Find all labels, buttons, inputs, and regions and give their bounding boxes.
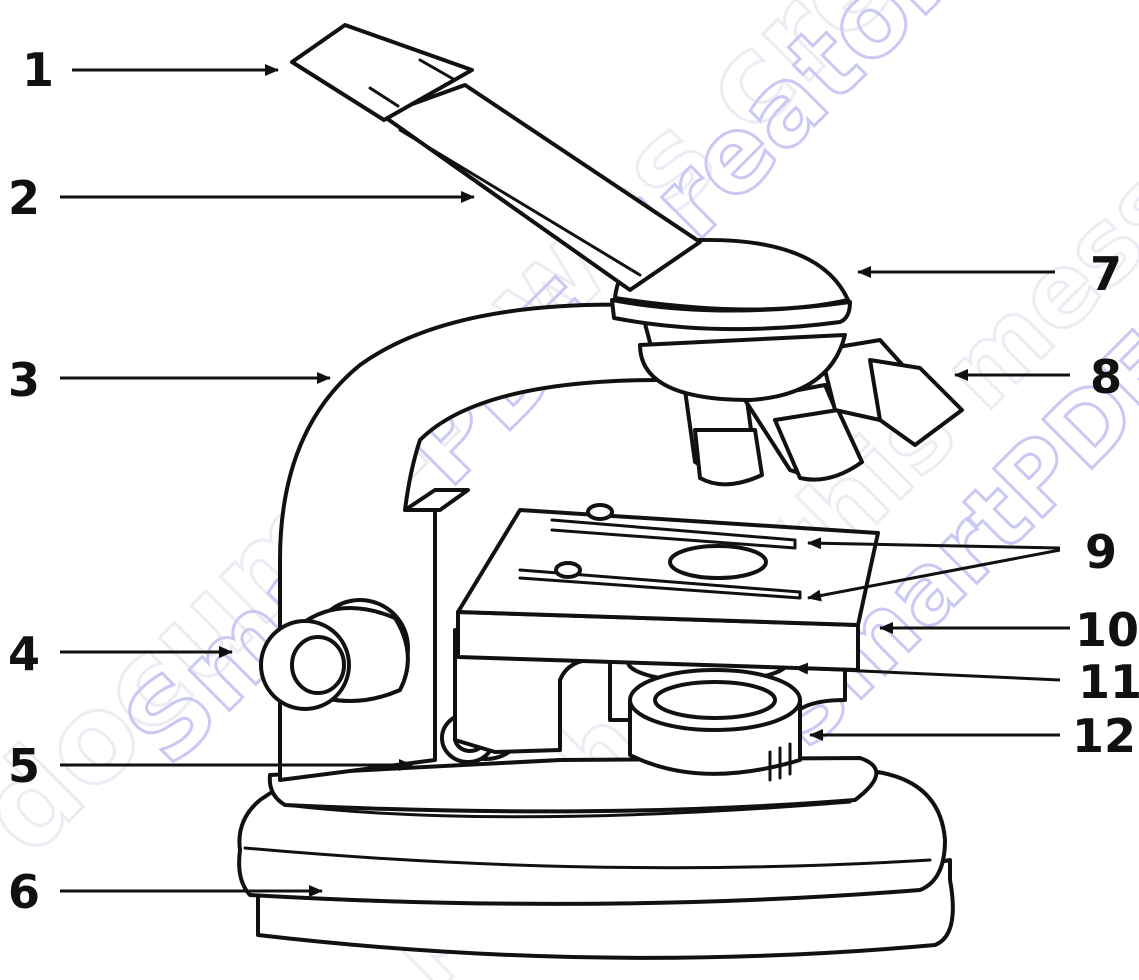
label-12: 12 — [1072, 709, 1136, 763]
eyepiece — [290, 23, 474, 122]
base — [237, 756, 955, 960]
stage — [456, 503, 880, 672]
label-8: 8 — [1090, 350, 1122, 404]
label-11: 11 — [1078, 655, 1139, 709]
label-6: 6 — [8, 865, 40, 919]
arrow-9b — [807, 548, 1061, 602]
label-5: 5 — [8, 739, 40, 793]
label-3: 3 — [8, 353, 40, 407]
light-source — [628, 668, 802, 782]
label-2: 2 — [8, 171, 40, 225]
label-7: 7 — [1090, 247, 1122, 301]
body-tube — [380, 83, 702, 292]
arrow-9a — [807, 537, 1061, 550]
label-1: 1 — [22, 43, 54, 97]
coarse-adjustment-knob — [259, 598, 410, 711]
label-10: 10 — [1075, 603, 1139, 657]
arrow-11 — [794, 662, 1061, 682]
objective-lenses — [638, 333, 964, 487]
label-4: 4 — [8, 627, 40, 681]
label-9: 9 — [1085, 525, 1117, 579]
pointer-arrows — [60, 64, 1070, 897]
part-labels: 1 2 3 4 5 6 7 8 9 10 11 12 — [8, 43, 1139, 919]
